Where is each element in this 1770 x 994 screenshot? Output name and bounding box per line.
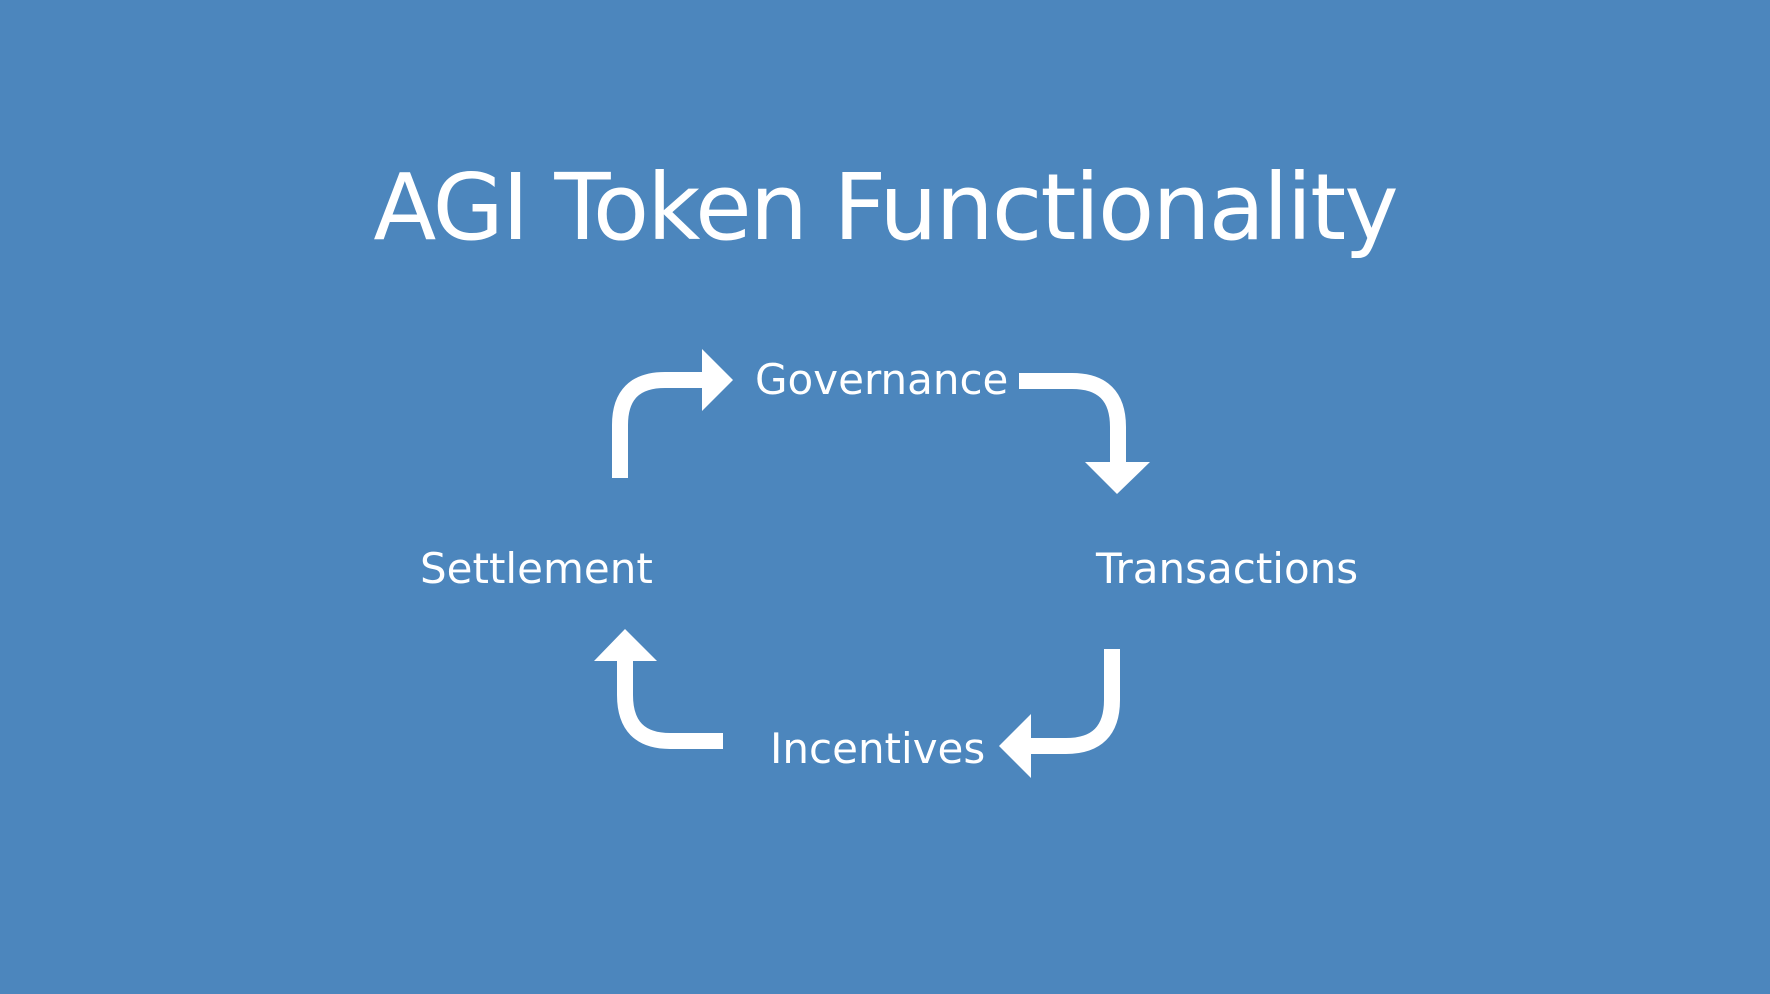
node-governance: Governance bbox=[755, 355, 1009, 404]
arrow-settlement-to-governance bbox=[612, 349, 733, 478]
slide-title: AGI Token Functionality bbox=[373, 153, 1398, 261]
node-transactions: Transactions bbox=[1096, 544, 1359, 593]
arrow-governance-to-transactions bbox=[1019, 373, 1150, 494]
node-incentives: Incentives bbox=[770, 724, 986, 773]
arrow-incentives-to-settlement bbox=[594, 629, 723, 749]
arrow-transactions-to-incentives bbox=[999, 649, 1120, 778]
node-settlement: Settlement bbox=[420, 544, 653, 593]
